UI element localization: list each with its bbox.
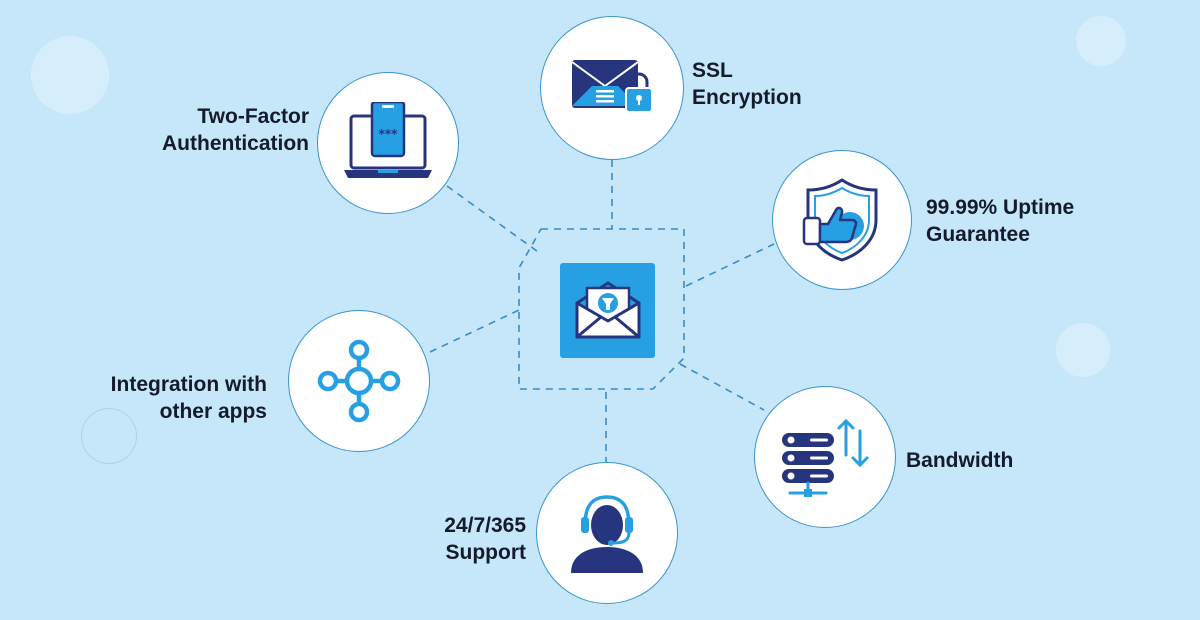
integration-line2: other apps	[159, 400, 267, 423]
center-frame-octagon	[518, 228, 685, 390]
support-line1: 24/7/365	[444, 514, 526, 537]
node-bandwidth	[754, 386, 896, 528]
connector-uptime	[685, 243, 775, 287]
decor-circle-top-left	[31, 36, 109, 114]
label-bandwidth: Bandwidth	[906, 447, 1013, 474]
bandwidth-line1: Bandwidth	[906, 449, 1014, 472]
envelope-lock-icon	[571, 60, 653, 113]
uptime-line1: 99.99% Uptime	[926, 196, 1075, 219]
server-transfer-icon	[782, 418, 869, 497]
integration-line1: Integration with	[110, 373, 267, 396]
connector-bandwidth	[679, 363, 765, 411]
label-integration: Integration with other apps	[111, 371, 267, 425]
laptop-phone-password-icon: ***	[344, 102, 432, 178]
two-factor-line1: Two-Factor	[197, 105, 309, 128]
label-two-factor: Two-Factor Authentication	[162, 103, 309, 157]
label-uptime: 99.99% Uptime Guarantee	[926, 194, 1074, 248]
ssl-line1: SSL	[692, 59, 733, 82]
node-integration	[288, 310, 430, 452]
email-filter-icon	[575, 281, 640, 338]
node-support	[536, 462, 678, 604]
label-support: 24/7/365 Support	[444, 512, 526, 566]
decor-circle-left-outline	[81, 408, 137, 464]
node-uptime	[772, 150, 912, 290]
support-line2: Support	[445, 541, 526, 564]
decor-circle-top-right	[1076, 16, 1126, 66]
decor-circle-right	[1056, 323, 1110, 377]
headset-agent-icon	[571, 495, 643, 573]
connector-integration	[429, 309, 520, 353]
ssl-line2: Encryption	[692, 86, 802, 109]
node-ssl	[540, 16, 684, 160]
shield-thumbs-up-icon	[802, 178, 878, 262]
two-factor-line2: Authentication	[162, 132, 309, 155]
uptime-line2: Guarantee	[926, 223, 1030, 246]
network-hub-icon	[317, 339, 401, 423]
label-ssl: SSL Encryption	[692, 57, 802, 111]
connector-two-factor	[446, 185, 542, 255]
svg-text:***: ***	[379, 127, 399, 141]
center-email-filter	[560, 263, 655, 358]
node-two-factor: ***	[317, 72, 459, 214]
